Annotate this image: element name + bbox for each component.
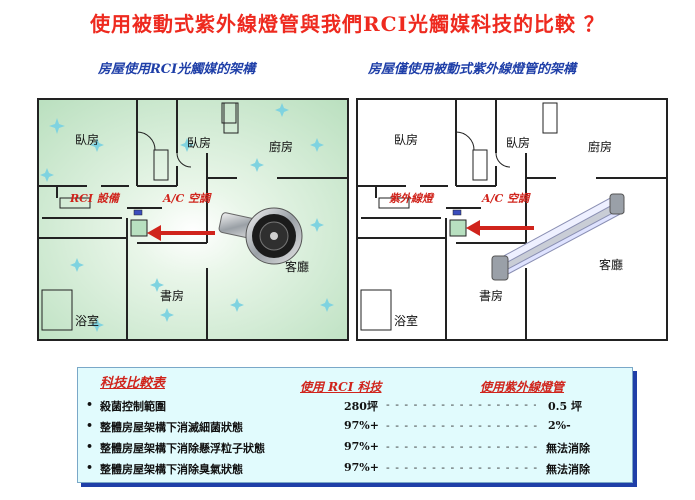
- row-item: 整體房屋架構下消除懸浮粒子狀態: [100, 442, 265, 455]
- room-bathroom: 浴室: [75, 314, 100, 328]
- column-header-uv: 使用紫外線燈管: [480, 380, 565, 394]
- table-row: • 整體房屋架構下消除懸浮粒子狀態 97%+ - - - - - - - - -…: [86, 440, 626, 458]
- row-bullet: •: [86, 398, 94, 411]
- floor-plan-rci: 臥房 臥房 廚房 客廳 書房 浴室 RCI 設備 A/C 空調: [37, 98, 349, 341]
- rci-device-image: [218, 207, 303, 265]
- row-dashes: - - - - - - - - - - - - - - - - - - - - …: [386, 461, 541, 474]
- row-bullet: •: [86, 461, 94, 474]
- room-bedroom-1: 臥房: [394, 133, 419, 147]
- room-kitchen: 廚房: [269, 140, 294, 154]
- row-rci-value: 280坪: [344, 400, 378, 413]
- room-bedroom-2: 臥房: [506, 136, 531, 150]
- comparison-title: 科技比較表: [100, 376, 166, 391]
- row-bullet: •: [86, 440, 94, 453]
- floor-plan-uv-drawing: [356, 98, 668, 341]
- room-living: 客廳: [599, 258, 624, 272]
- room-bathroom: 浴室: [394, 314, 419, 328]
- room-kitchen: 廚房: [588, 140, 613, 154]
- row-rci-value: 97%+: [344, 461, 379, 474]
- row-item: 整體房屋架構下消滅細菌狀態: [100, 421, 243, 434]
- ac-label: A/C 空調: [163, 192, 211, 205]
- row-uv-value: 0.5 坪: [548, 400, 582, 413]
- room-living: 客廳: [285, 260, 310, 274]
- room-study: 書房: [479, 289, 504, 303]
- table-row: • 整體房屋架構下消滅細菌狀態 97%+ - - - - - - - - - -…: [86, 419, 626, 437]
- floor-plan-uv: 臥房 臥房 廚房 客廳 書房 浴室 紫外線燈 A/C 空調: [356, 98, 668, 341]
- uv-device-label: 紫外線燈: [389, 192, 433, 205]
- row-bullet: •: [86, 419, 94, 432]
- row-item: 整體房屋架構下消除臭氣狀態: [100, 463, 243, 476]
- column-header-rci: 使用 RCI 科技: [300, 380, 382, 394]
- row-uv-value: 無法消除: [546, 442, 590, 455]
- ac-label: A/C 空調: [482, 192, 530, 205]
- uv-lamp-image: [491, 193, 625, 281]
- row-dashes: - - - - - - - - - - - - - - - - - - - - …: [386, 398, 536, 411]
- row-uv-value: 無法消除: [546, 463, 590, 476]
- row-item: 殺菌控制範圍: [100, 400, 166, 413]
- row-rci-value: 97%+: [344, 440, 379, 453]
- row-dashes: - - - - - - - - - - - - - - - - - - - - …: [386, 440, 541, 453]
- row-rci-value: 97%+: [344, 419, 379, 432]
- table-row: • 整體房屋架構下消除臭氣狀態 97%+ - - - - - - - - - -…: [86, 461, 626, 479]
- comparison-table: 科技比較表 使用 RCI 科技 使用紫外線燈管 • 殺菌控制範圍 280坪 - …: [77, 367, 633, 483]
- row-dashes: - - - - - - - - - - - - - - - - - - - - …: [386, 419, 541, 432]
- room-bedroom-1: 臥房: [75, 133, 100, 147]
- rci-device-label: RCI 設備: [70, 192, 119, 205]
- page-title: 使用被動式紫外線燈管與我們RCI光觸媒科技的比較 ？: [90, 12, 605, 36]
- room-bedroom-2: 臥房: [187, 136, 212, 150]
- left-plan-subtitle: 房屋使用RCI光觸媒的架構: [98, 62, 256, 77]
- row-uv-value: 2%-: [548, 419, 571, 432]
- table-row: • 殺菌控制範圍 280坪 - - - - - - - - - - - - - …: [86, 398, 626, 416]
- room-study: 書房: [160, 289, 185, 303]
- right-plan-subtitle: 房屋僅使用被動式紫外線燈管的架構: [368, 62, 577, 77]
